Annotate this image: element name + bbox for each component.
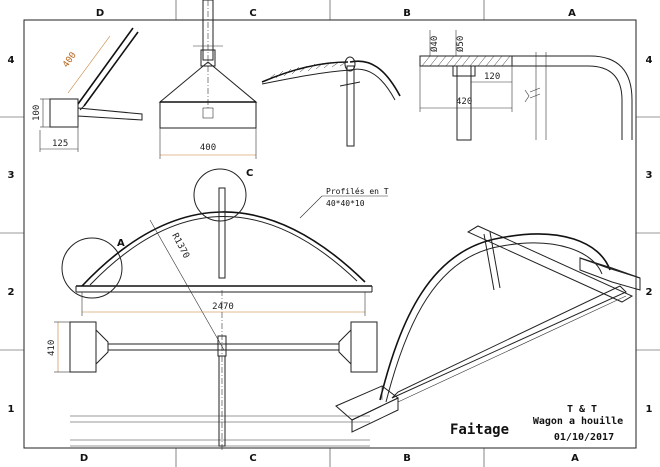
detail-b-offset-dim: 120 (484, 72, 500, 82)
drawing-project: Wagon a houille (533, 415, 623, 427)
plan-view-depth-dim: 410 (47, 340, 57, 356)
drawing-title: Faitage (450, 422, 509, 438)
curved-tube-view (529, 52, 633, 140)
isometric-view (335, 225, 641, 433)
detail-b-dia-inner: Ø40 (429, 36, 440, 52)
zone-left-4: 4 (8, 55, 15, 66)
title-block: Faitage T & T Wagon a houille 01/10/2017 (450, 404, 623, 443)
iso-detail-view (261, 56, 401, 147)
end-view: 400 (158, 0, 258, 159)
zone-bottom-a: A (571, 453, 579, 464)
detail-b-dia-outer: Ø50 (455, 36, 466, 52)
zone-right-1: 1 (646, 404, 653, 415)
profile-note-line1: Profilés en T (326, 186, 389, 196)
detail-b-view: Ø40 Ø50 120 420 (419, 30, 540, 141)
front-view-arch: R1370 A C Profilés en T 40*40*10 2470 (61, 168, 389, 351)
zone-left-3: 3 (8, 170, 15, 181)
zone-bottom-b: B (403, 453, 411, 464)
detail-a-length-dim: 400 (61, 51, 79, 70)
front-view-span-dim: 2470 (212, 302, 234, 312)
detail-a-view: 400 100 125 (32, 27, 143, 152)
callout-a: A (117, 238, 125, 249)
detail-b-length-dim: 420 (456, 97, 472, 107)
zone-top-d: D (96, 8, 104, 19)
zone-left-2: 2 (8, 287, 15, 298)
zone-top-c: C (249, 8, 256, 19)
zone-right-3: 3 (646, 170, 653, 181)
drawing-author: T & T (567, 404, 597, 415)
zone-top-a: A (568, 8, 576, 19)
drawing-date: 01/10/2017 (554, 432, 614, 443)
zone-bottom-c: C (249, 453, 256, 464)
end-view-width-dim: 400 (200, 143, 216, 153)
zone-right-4: 4 (646, 55, 653, 66)
front-view-radius: R1370 (169, 232, 191, 261)
zone-bottom-d: D (80, 453, 88, 464)
zone-right-2: 2 (646, 287, 653, 298)
profile-note-line2: 40*40*10 (326, 199, 365, 208)
detail-a-width-dim: 125 (52, 139, 68, 149)
detail-a-height-dim: 100 (32, 105, 42, 121)
callout-c: C (246, 168, 253, 179)
plan-view: 410 (47, 290, 378, 450)
zone-left-1: 1 (8, 404, 15, 415)
zone-top-b: B (403, 8, 411, 19)
